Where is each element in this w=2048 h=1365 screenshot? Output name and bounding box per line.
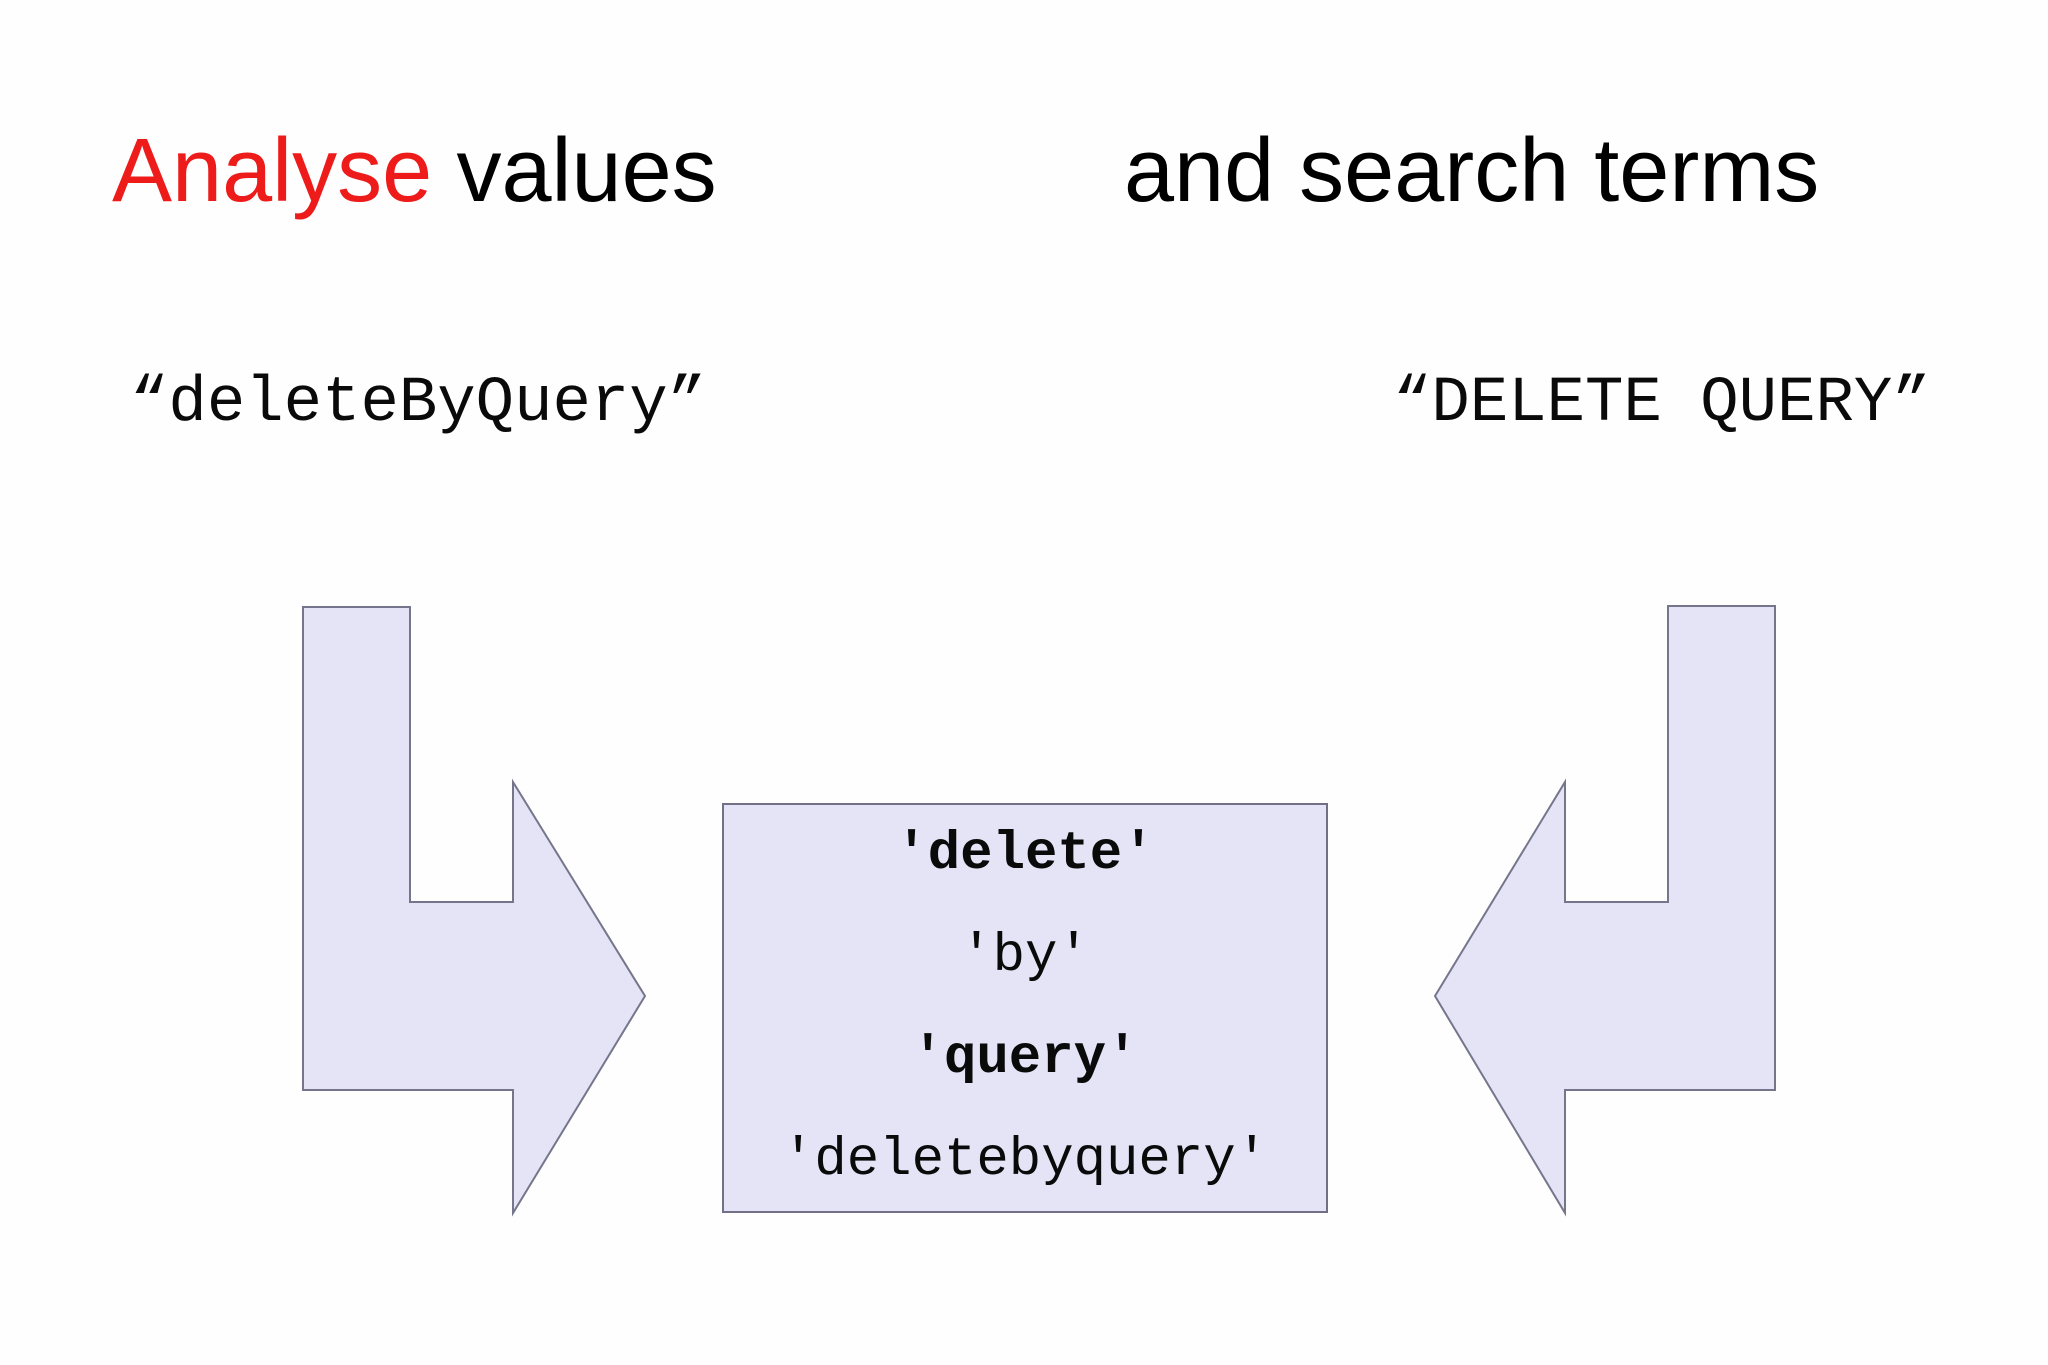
title-left-rest: values [456, 121, 717, 221]
token-delete: 'delete' [895, 824, 1155, 885]
token-query: 'query' [911, 1028, 1139, 1089]
field-value-example: “deleteByQuery” [130, 368, 707, 440]
token-deletebyquery: 'deletebyquery' [781, 1130, 1269, 1191]
title-emphasis-word: Analyse [112, 121, 433, 221]
bent-arrow-down-right-icon [302, 606, 647, 1217]
analyzed-tokens-box: 'delete' 'by' 'query' 'deletebyquery' [722, 803, 1328, 1213]
search-term-example: “DELETE QUERY” [1393, 368, 1931, 440]
slide-title-right: and search terms [1124, 121, 1820, 221]
bent-arrow-down-left-icon [1433, 605, 1776, 1217]
token-by: 'by' [960, 926, 1090, 987]
